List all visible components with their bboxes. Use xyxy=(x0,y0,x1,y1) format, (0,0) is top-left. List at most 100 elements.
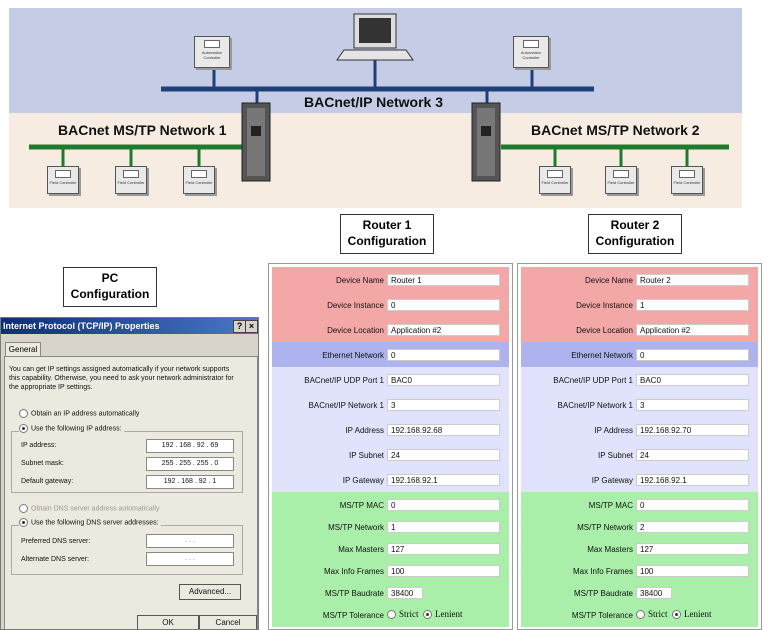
ip-address-label: IP address: xyxy=(21,442,57,449)
mstp-mac-input[interactable]: 0 xyxy=(387,499,500,511)
use-following-dns-radio[interactable]: Use the following DNS server addresses: xyxy=(19,518,161,527)
automation-controller-2: Automation Controller xyxy=(513,36,549,68)
ip-address-input[interactable]: 192.168.92.70 xyxy=(636,424,749,436)
udp-port-input[interactable]: BAC0 xyxy=(636,374,749,386)
mstp-network-input[interactable]: 2 xyxy=(636,521,749,533)
subnet-mask-input[interactable]: 255 . 255 . 255 . 0 xyxy=(146,457,234,471)
mstp-network-input[interactable]: 1 xyxy=(387,521,500,533)
mstp-network-label: MS/TP Network xyxy=(328,523,384,532)
ip-address-input[interactable]: 192.168.92.68 xyxy=(387,424,500,436)
device-location-label: Device Location xyxy=(327,326,384,335)
pc-configuration-heading: PC Configuration xyxy=(63,267,157,307)
subnet-mask-label: Subnet mask: xyxy=(21,460,64,467)
obtain-dns-auto-radio[interactable]: Obtain DNS server address automatically xyxy=(19,504,159,513)
cancel-button[interactable]: Cancel xyxy=(199,615,257,629)
pc-icon xyxy=(336,13,414,61)
ip-subnet-input[interactable]: 24 xyxy=(636,449,749,461)
mstp-mac-label: MS/TP MAC xyxy=(339,501,384,510)
ethernet-network-input[interactable]: 0 xyxy=(387,349,500,361)
max-info-frames-label: Max Info Frames xyxy=(572,567,633,576)
dialog-titlebar: Internet Protocol (TCP/IP) Properties ? … xyxy=(1,318,258,334)
intro-text-line: this capability. Otherwise, you need to … xyxy=(9,375,234,382)
device-name-input[interactable]: Router 1 xyxy=(387,274,500,286)
mstp-network-1-label: BACnet MS/TP Network 1 xyxy=(58,122,227,138)
ip-subnet-label: IP Subnet xyxy=(598,451,633,460)
field-controller: Field Controller xyxy=(183,166,215,194)
udp-port-input[interactable]: BAC0 xyxy=(387,374,500,386)
max-info-frames-input[interactable]: 100 xyxy=(636,565,749,577)
bacnet-ip-network-3-label: BACnet/IP Network 3 xyxy=(304,94,443,110)
radio-off-icon xyxy=(19,409,28,418)
mstp-network-2-label: BACnet MS/TP Network 2 xyxy=(531,122,700,138)
ip-address-input[interactable]: 192 . 168 . 92 . 69 xyxy=(146,439,234,453)
device-location-input[interactable]: Application #2 xyxy=(636,324,749,336)
ok-button[interactable]: OK xyxy=(137,615,199,629)
device-instance-input[interactable]: 1 xyxy=(636,299,749,311)
help-button[interactable]: ? xyxy=(233,320,246,333)
lenient-label: Lenient xyxy=(435,609,463,619)
ethernet-network-label: Ethernet Network xyxy=(322,351,384,360)
ip-network-label: BACnet/IP Network 1 xyxy=(557,401,633,410)
strict-radio-icon[interactable] xyxy=(387,610,396,620)
router-1-device xyxy=(241,102,271,182)
baudrate-label: MS/TP Baudrate xyxy=(325,589,384,598)
ip-subnet-label: IP Subnet xyxy=(349,451,384,460)
advanced-button[interactable]: Advanced... xyxy=(179,584,241,600)
device-name-label: Device Name xyxy=(584,276,633,285)
ip-subnet-input[interactable]: 24 xyxy=(387,449,500,461)
intro-text-line: the appropriate IP settings. xyxy=(9,384,93,391)
ip-address-label: IP Address xyxy=(594,426,633,435)
max-info-frames-input[interactable]: 100 xyxy=(387,565,500,577)
udp-port-label: BACnet/IP UDP Port 1 xyxy=(304,376,384,385)
use-following-ip-radio[interactable]: Use the following IP address: xyxy=(19,424,124,433)
max-masters-input[interactable]: 127 xyxy=(387,543,500,555)
mstp-section-background xyxy=(272,492,509,627)
mstp-mac-input[interactable]: 0 xyxy=(636,499,749,511)
ip-network-input[interactable]: 3 xyxy=(387,399,500,411)
network-diagram: BACnet/IP Network 3 BACnet MS/TP Network… xyxy=(9,8,742,208)
router-2-device xyxy=(471,102,501,182)
strict-label: Strict xyxy=(648,609,668,619)
dns-group xyxy=(11,525,243,575)
device-location-input[interactable]: Application #2 xyxy=(387,324,500,336)
mstp-section-background xyxy=(521,492,758,627)
ip-network-label: BACnet/IP Network 1 xyxy=(308,401,384,410)
radio-on-icon xyxy=(19,424,28,433)
device-instance-input[interactable]: 0 xyxy=(387,299,500,311)
tab-general[interactable]: General xyxy=(5,342,41,357)
obtain-ip-auto-radio[interactable]: Obtain an IP address automatically xyxy=(19,409,139,418)
ip-gateway-input[interactable]: 192.168.92.1 xyxy=(636,474,749,486)
tolerance-radio-group[interactable]: Strict Lenient xyxy=(636,609,712,620)
tolerance-label: MS/TP Tolerance xyxy=(571,611,633,620)
ip-network-input[interactable]: 3 xyxy=(636,399,749,411)
baudrate-input[interactable]: 38400 xyxy=(636,587,672,599)
preferred-dns-input[interactable]: . . . xyxy=(146,534,234,548)
lenient-radio-icon[interactable] xyxy=(672,610,681,620)
alternate-dns-label: Alternate DNS server: xyxy=(21,556,90,563)
ethernet-network-input[interactable]: 0 xyxy=(636,349,749,361)
alternate-dns-input[interactable]: . . . xyxy=(146,552,234,566)
strict-radio-icon[interactable] xyxy=(636,610,645,620)
preferred-dns-label: Preferred DNS server: xyxy=(21,538,91,545)
lenient-radio-icon[interactable] xyxy=(423,610,432,620)
baudrate-label: MS/TP Baudrate xyxy=(574,589,633,598)
device-name-label: Device Name xyxy=(335,276,384,285)
mstp-network-label: MS/TP Network xyxy=(577,523,633,532)
baudrate-input[interactable]: 38400 xyxy=(387,587,423,599)
default-gateway-label: Default gateway: xyxy=(21,478,74,485)
max-masters-label: Max Masters xyxy=(587,545,633,554)
ip-gateway-label: IP Gateway xyxy=(591,476,633,485)
mstp-mac-label: MS/TP MAC xyxy=(588,501,633,510)
ip-gateway-label: IP Gateway xyxy=(342,476,384,485)
max-masters-input[interactable]: 127 xyxy=(636,543,749,555)
default-gateway-input[interactable]: 192 . 168 . 92 . 1 xyxy=(146,475,234,489)
automation-controller-1: Automation Controller xyxy=(194,36,230,68)
tolerance-radio-group[interactable]: Strict Lenient xyxy=(387,609,463,620)
device-name-input[interactable]: Router 2 xyxy=(636,274,749,286)
udp-port-label: BACnet/IP UDP Port 1 xyxy=(553,376,633,385)
router-1-configuration-heading: Router 1 Configuration xyxy=(340,214,434,254)
close-button[interactable]: × xyxy=(245,320,258,333)
ip-gateway-input[interactable]: 192.168.92.1 xyxy=(387,474,500,486)
intro-text-line: You can get IP settings assigned automat… xyxy=(9,366,230,373)
tolerance-label: MS/TP Tolerance xyxy=(322,611,384,620)
